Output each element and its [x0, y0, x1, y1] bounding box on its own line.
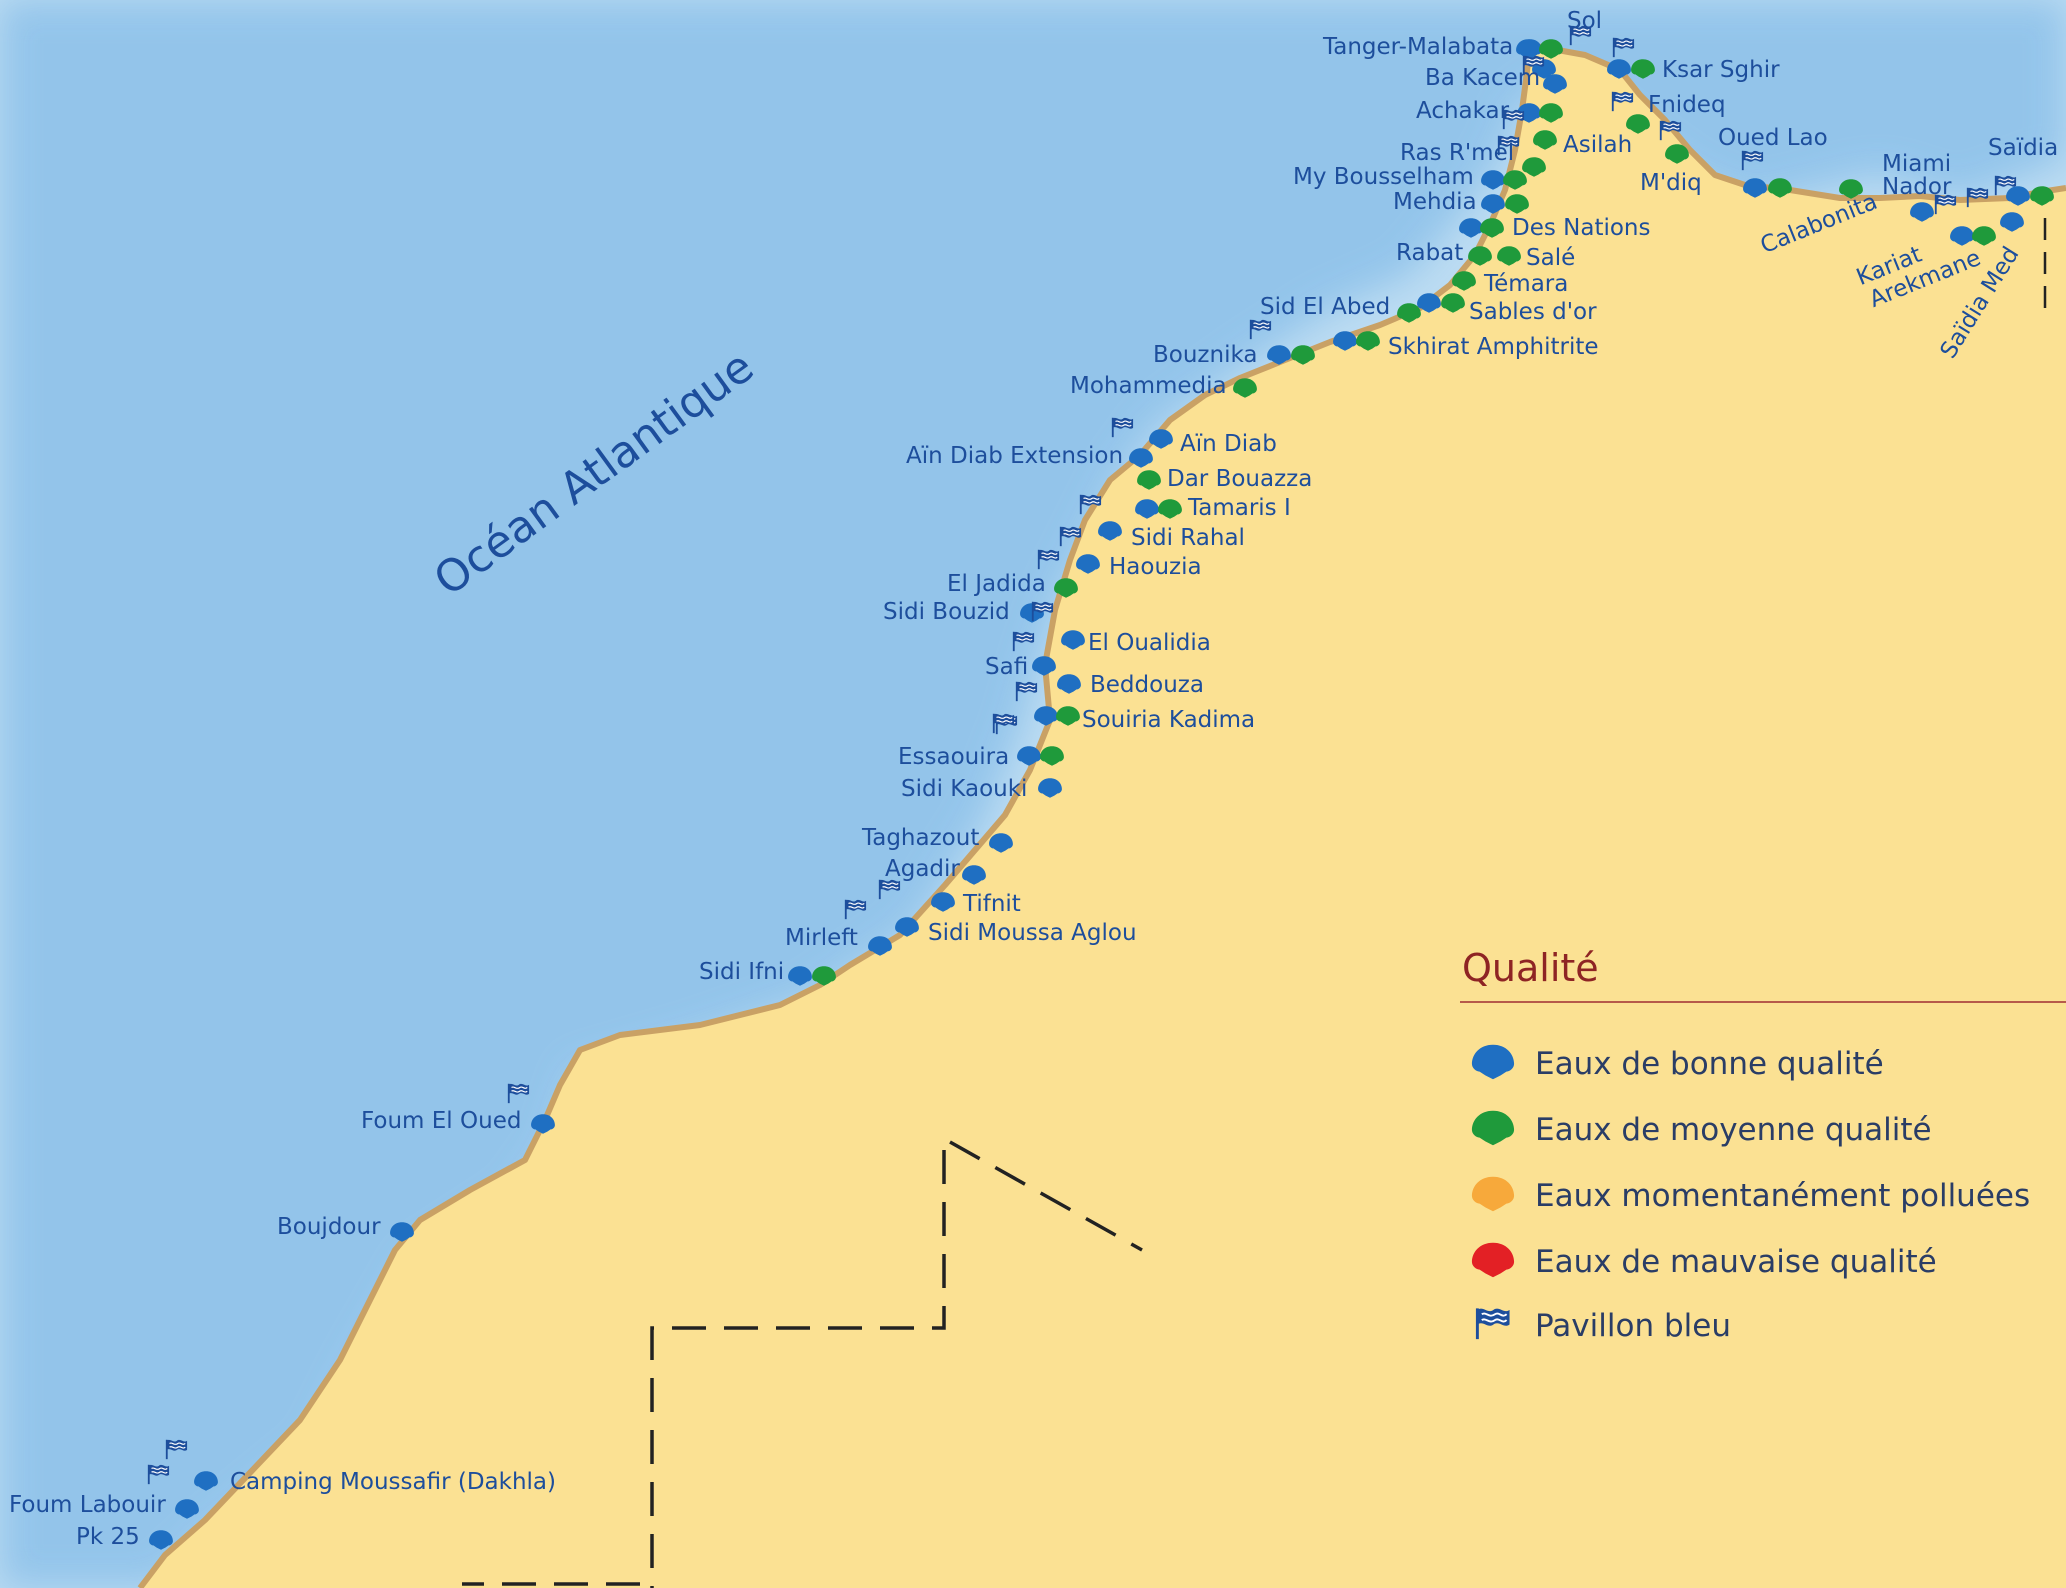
beach-label-beddouza[interactable]: Beddouza [1090, 672, 1204, 698]
beach-label-des-nations[interactable]: Des Nations [1512, 215, 1651, 241]
beach-label-foum-labouir[interactable]: Foum Labouir [9, 1492, 166, 1518]
beach-label-saidia[interactable]: Saïdia [1988, 135, 2059, 161]
border-line [949, 1140, 1143, 1252]
legend-item-label: Eaux de mauvaise qualité [1535, 1244, 1937, 1280]
beach-label-sidi-moussa-aglou[interactable]: Sidi Moussa Aglou [928, 920, 1137, 946]
beach-label-miami[interactable]: Miami [1882, 151, 1952, 177]
shell-icon [1470, 1240, 1516, 1280]
legend-item-label: Eaux de moyenne qualité [1535, 1112, 1932, 1148]
beach-label-bouznika[interactable]: Bouznika [1153, 342, 1258, 368]
legend-item-bad: Eaux de mauvaise qualité [1462, 1234, 2062, 1284]
legend-divider [1460, 1001, 2066, 1003]
beach-label-agadir[interactable]: Agadir [885, 856, 960, 882]
beach-label-boujdour[interactable]: Boujdour [277, 1214, 381, 1240]
beach-label-ras-r-mel[interactable]: Ras R'mel [1400, 140, 1515, 166]
beach-label-mohammedia[interactable]: Mohammedia [1070, 373, 1227, 399]
legend-item-polluted: Eaux momentanément polluées [1462, 1168, 2062, 1218]
quality-legend: Qualité Eaux de bonne qualité Eaux de mo… [1460, 946, 2066, 1366]
beach-label-ain-diab[interactable]: Aïn Diab [1180, 431, 1277, 457]
beach-label-essaouira[interactable]: Essaouira [898, 744, 1010, 770]
legend-title: Qualité [1462, 946, 1599, 990]
legend-item-label: Pavillon bleu [1535, 1308, 1731, 1344]
beach-label-camping-moussafir-dakhla[interactable]: Camping Moussafir (Dakhla) [230, 1469, 556, 1495]
beach-label-temara[interactable]: Témara [1484, 271, 1569, 297]
beach-label-ba-kacem[interactable]: Ba Kacem [1425, 65, 1541, 91]
legend-item-medium: Eaux de moyenne qualité [1462, 1102, 2062, 1152]
beach-label-tanger-malabata[interactable]: Tanger-Malabata [1323, 34, 1514, 60]
beach-label-tifnit[interactable]: Tifnit [963, 891, 1021, 917]
beach-label-sidi-rahal[interactable]: Sidi Rahal [1131, 525, 1245, 551]
beach-label-sables-d-or[interactable]: Sables d'or [1469, 299, 1597, 325]
beach-label-tamaris-i[interactable]: Tamaris I [1188, 495, 1291, 521]
legend-item-label: Eaux momentanément polluées [1535, 1178, 2031, 1214]
beach-label-sidi-bouzid[interactable]: Sidi Bouzid [883, 599, 1010, 625]
beach-label-ksar-sghir[interactable]: Ksar Sghir [1662, 57, 1780, 83]
shell-icon [1470, 1042, 1516, 1082]
beach-label-sid-el-abed[interactable]: Sid El Abed [1260, 294, 1391, 320]
beach-label-fnideq[interactable]: Fnideq [1648, 92, 1726, 118]
beach-label-taghazout[interactable]: Taghazout [862, 825, 980, 851]
legend-item-blue-flag: Pavillon bleu [1462, 1298, 2062, 1348]
beach-label-nador[interactable]: Nador [1882, 174, 1952, 200]
land-area [140, 45, 2066, 1588]
shell-icon [1470, 1108, 1516, 1148]
beach-label-mirleft[interactable]: Mirleft [785, 925, 858, 951]
beach-label-skhirat-amphitrite[interactable]: Skhirat Amphitrite [1388, 334, 1599, 360]
beach-label-sidi-ifni[interactable]: Sidi Ifni [699, 959, 785, 985]
beach-label-haouzia[interactable]: Haouzia [1109, 554, 1202, 580]
beach-label-my-bousselham[interactable]: My Bousselham [1293, 164, 1474, 190]
beach-label-safi[interactable]: Safi [985, 654, 1029, 680]
legend-item-label: Eaux de bonne qualité [1535, 1046, 1884, 1082]
shell-icon [1470, 1174, 1516, 1214]
beach-label-sidi-kaouki[interactable]: Sidi Kaouki [901, 776, 1028, 802]
legend-item-good: Eaux de bonne qualité [1462, 1036, 2062, 1086]
blue-flag-icon [1470, 1304, 1514, 1342]
beach-label-souiria-kadima[interactable]: Souiria Kadima [1082, 707, 1256, 733]
beach-label-rabat[interactable]: Rabat [1396, 240, 1464, 266]
border-line [650, 1150, 946, 1588]
beach-label-oued-lao[interactable]: Oued Lao [1718, 125, 1828, 151]
beach-label-mehdia[interactable]: Mehdia [1393, 189, 1477, 215]
beach-label-sale[interactable]: Salé [1526, 245, 1576, 271]
beach-label-foum-el-oued[interactable]: Foum El Oued [361, 1108, 522, 1134]
beach-label-m-diq[interactable]: M'diq [1640, 170, 1702, 196]
beach-label-achakar[interactable]: Achakar [1416, 98, 1510, 124]
beach-label-dar-bouazza[interactable]: Dar Bouazza [1167, 466, 1313, 492]
beach-label-ain-diab-extension[interactable]: Aïn Diab Extension [906, 443, 1124, 469]
beach-label-el-jadida[interactable]: El Jadida [947, 571, 1046, 597]
beach-label-pk-25[interactable]: Pk 25 [76, 1524, 140, 1550]
beach-label-sol[interactable]: Sol [1567, 8, 1603, 34]
beach-label-el-oualidia[interactable]: El Oualidia [1088, 630, 1211, 656]
beach-label-asilah[interactable]: Asilah [1563, 132, 1633, 158]
